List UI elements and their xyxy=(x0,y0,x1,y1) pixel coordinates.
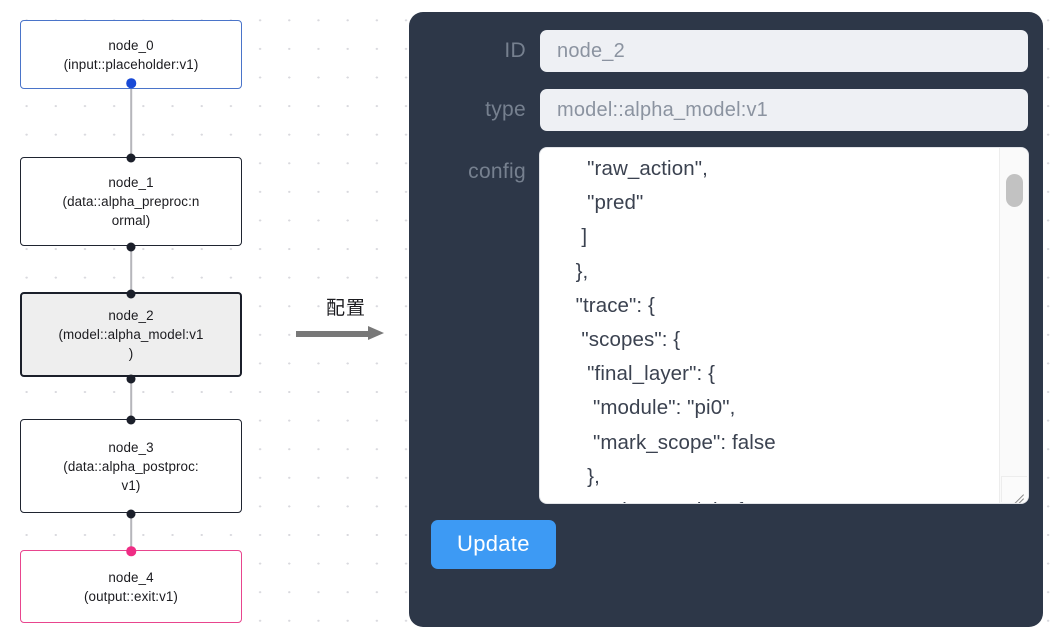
arrow-head xyxy=(368,326,384,340)
config-textarea-content[interactable]: "raw_action", "pred" ] }, "trace": { "sc… xyxy=(575,157,776,503)
field-row-config: config "raw_action", "pred" ] }, "trace"… xyxy=(409,148,1043,503)
node-title: node_2 xyxy=(108,308,154,323)
id-input[interactable] xyxy=(540,30,1028,72)
graph-node-node_4[interactable]: node_4 (output::exit:v1) xyxy=(20,546,242,623)
field-label-id: ID xyxy=(504,39,526,62)
resize-handle-icon[interactable] xyxy=(1001,476,1027,502)
annotation-label: 配置 xyxy=(325,298,366,319)
config-scrollbar[interactable] xyxy=(999,148,1028,503)
edge-node3-node4 xyxy=(130,513,132,550)
node-title: node_0 xyxy=(108,37,154,53)
field-row-type: type xyxy=(409,89,1043,131)
type-input[interactable] xyxy=(540,89,1028,131)
field-row-id: ID xyxy=(409,30,1043,72)
node-handle-target[interactable] xyxy=(126,546,136,556)
edge-node0-node1 xyxy=(130,89,132,157)
update-button[interactable]: Update xyxy=(431,520,556,569)
right-arrow-icon xyxy=(296,326,396,340)
graph-node-node_2[interactable]: node_2 (model::alpha_model:v1 ) xyxy=(20,289,242,384)
edge-node1-node2 xyxy=(130,246,132,292)
node-type: (output::exit:v1) xyxy=(84,588,178,604)
node-handle-source[interactable] xyxy=(126,509,136,519)
node-handle-source[interactable] xyxy=(126,242,136,252)
field-label-config: config xyxy=(468,160,526,183)
node-type: (input::placeholder:v1) xyxy=(63,56,199,72)
node-type: (data::alpha_postproc: v1) xyxy=(63,458,199,493)
node-type: (data::alpha_preproc:n ormal) xyxy=(62,194,200,228)
node-title: node_3 xyxy=(108,439,154,455)
node-handle-target[interactable] xyxy=(126,415,136,425)
field-label-type: type xyxy=(485,98,526,121)
graph-node-node_1[interactable]: node_1 (data::alpha_preproc:n ormal) xyxy=(20,153,242,252)
graph-node-node_3[interactable]: node_3 (data::alpha_postproc: v1) xyxy=(20,415,242,519)
node-handle-source[interactable] xyxy=(126,374,136,384)
node-title: node_1 xyxy=(108,175,154,190)
node-handle-target[interactable] xyxy=(126,153,136,163)
config-textarea[interactable]: "raw_action", "pred" ] }, "trace": { "sc… xyxy=(540,148,1028,503)
node-title: node_4 xyxy=(108,569,154,585)
edge-node2-node3 xyxy=(130,377,132,419)
node-config-panel: ID type config "raw_action", "pred" ] },… xyxy=(409,12,1043,627)
graph-node-node_0[interactable]: node_0 (input::placeholder:v1) xyxy=(20,20,242,89)
node-handle-target[interactable] xyxy=(126,289,136,299)
config-scrollbar-thumb[interactable] xyxy=(1006,174,1023,207)
arrow-shaft xyxy=(296,330,370,337)
panel-actions: Update xyxy=(409,520,1043,569)
annotation-configure: 配置 xyxy=(296,298,396,340)
node-handle-source[interactable] xyxy=(126,78,136,88)
node-type: (model::alpha_model:v1 ) xyxy=(58,327,204,361)
